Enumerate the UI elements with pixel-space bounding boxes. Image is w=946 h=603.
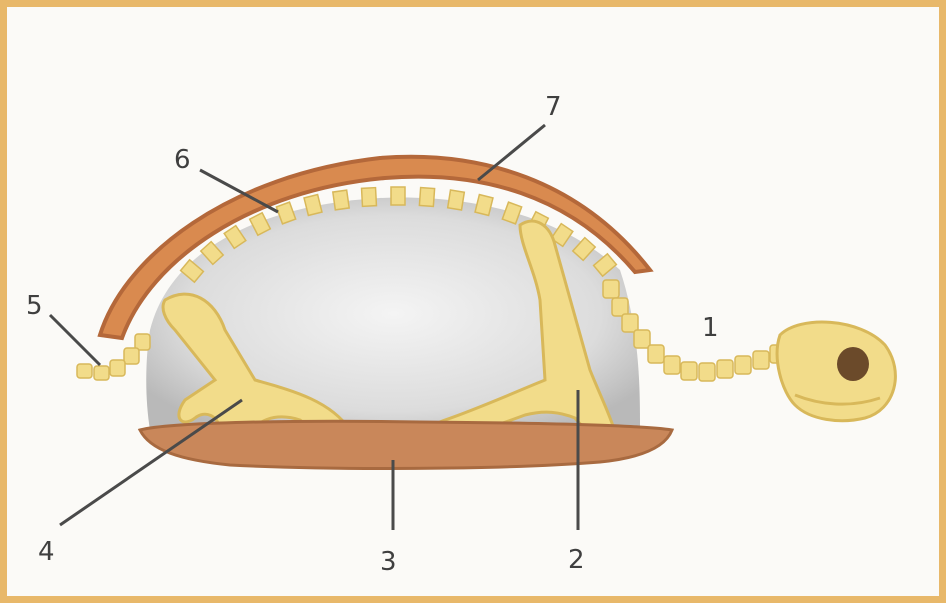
label-4: 4 bbox=[38, 537, 55, 567]
label-2: 2 bbox=[568, 545, 585, 575]
tail-vertebrae bbox=[77, 334, 150, 380]
skull bbox=[777, 322, 895, 421]
plastron bbox=[140, 421, 672, 468]
label-5: 5 bbox=[26, 291, 43, 321]
leader-line-5 bbox=[50, 315, 100, 365]
label-3: 3 bbox=[380, 547, 397, 577]
label-1: 1 bbox=[702, 313, 719, 343]
label-7: 7 bbox=[545, 92, 562, 122]
label-6: 6 bbox=[174, 145, 191, 175]
